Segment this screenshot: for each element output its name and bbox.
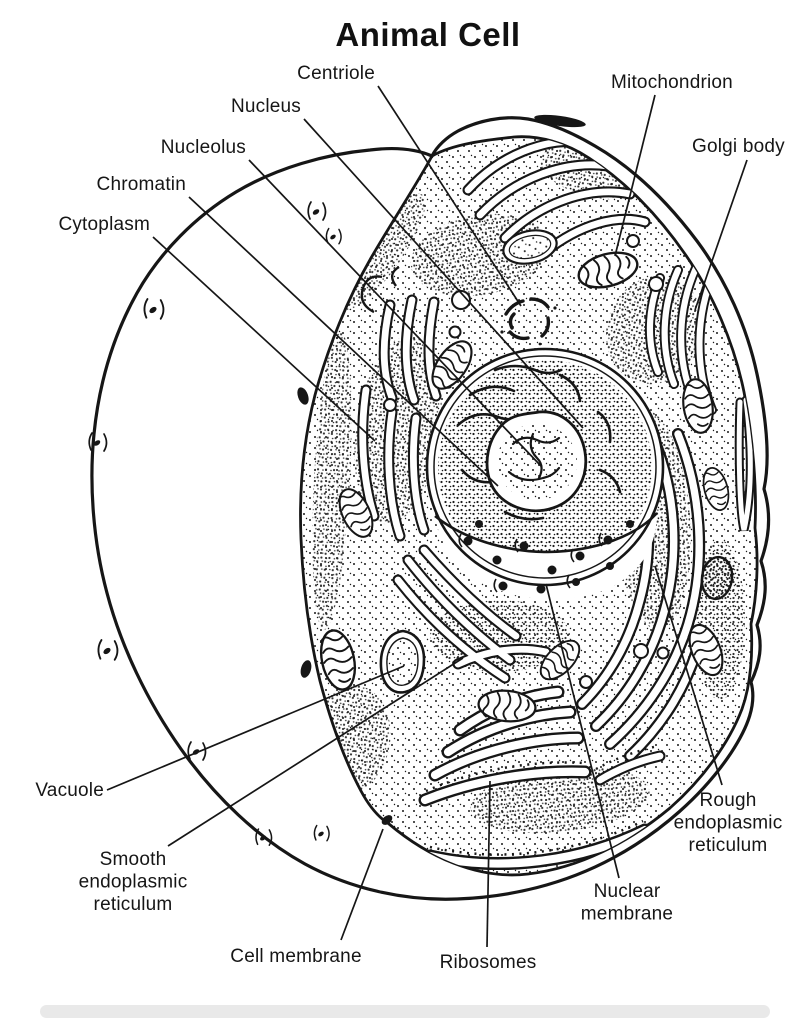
label-chromatin: Chromatin xyxy=(97,174,186,195)
golgi-body-structure xyxy=(645,263,719,415)
chromatin-structure xyxy=(456,364,622,521)
er-right-hairpin xyxy=(734,395,755,532)
ribosomes-leader-line xyxy=(486,780,491,948)
labels: CentrioleNucleusNucleolusChromatinCytopl… xyxy=(35,63,785,973)
diagram-title: Animal Cell xyxy=(335,16,520,53)
nuclear-membrane-outer xyxy=(425,347,665,587)
centriole-structure xyxy=(500,297,557,346)
cell-membrane-leader-line xyxy=(340,828,384,941)
leader-lines xyxy=(106,85,748,948)
mitochondrion-leader-line xyxy=(614,94,656,257)
rough-er-fan xyxy=(418,685,652,870)
nucleus-leader-line xyxy=(303,118,584,429)
er-left-stack xyxy=(357,294,442,542)
vesicles xyxy=(383,234,670,689)
endoplasmic-reticulum-top xyxy=(462,136,651,258)
rough-endoplasmic-reticulum-structure xyxy=(576,428,706,786)
smooth-er-leader-line xyxy=(167,657,464,847)
golgi-body-leader-line xyxy=(694,159,748,311)
label-nucleus: Nucleus xyxy=(231,96,301,117)
lysosome xyxy=(700,555,734,601)
label-mitochondrion: Mitochondrion xyxy=(611,72,733,93)
label-cytoplasm: Cytoplasm xyxy=(58,214,150,235)
nuclear-membrane-leader-line xyxy=(545,583,620,879)
label-cell-membrane: Cell membrane xyxy=(230,946,361,967)
label-ribosomes: Ribosomes xyxy=(440,952,537,973)
label-centriole: Centriole xyxy=(297,63,375,84)
er-below-nucleus xyxy=(392,544,552,684)
nucleolus-leader-line xyxy=(248,159,542,467)
smooth-vesicle xyxy=(502,229,558,265)
centriole-leader-line xyxy=(377,85,522,307)
nuclear-surface xyxy=(435,513,657,600)
chromatin-leader-line xyxy=(188,196,499,487)
rough-er-leader-line xyxy=(654,565,723,786)
label-golgi-body: Golgi body xyxy=(692,136,785,157)
nuclear-pores xyxy=(458,520,634,594)
membrane-folds xyxy=(297,114,586,825)
cell-membrane-outline xyxy=(90,116,771,901)
vacuole-structure xyxy=(379,629,426,694)
vacuole-leader-line xyxy=(106,665,405,791)
label-nucleolus: Nucleolus xyxy=(161,137,246,158)
cytoplasm-leader-line xyxy=(152,236,376,442)
scan-shadow xyxy=(40,1005,770,1018)
nuclear-membrane-inner xyxy=(433,355,657,579)
label-vacuole: Vacuole xyxy=(35,780,104,801)
